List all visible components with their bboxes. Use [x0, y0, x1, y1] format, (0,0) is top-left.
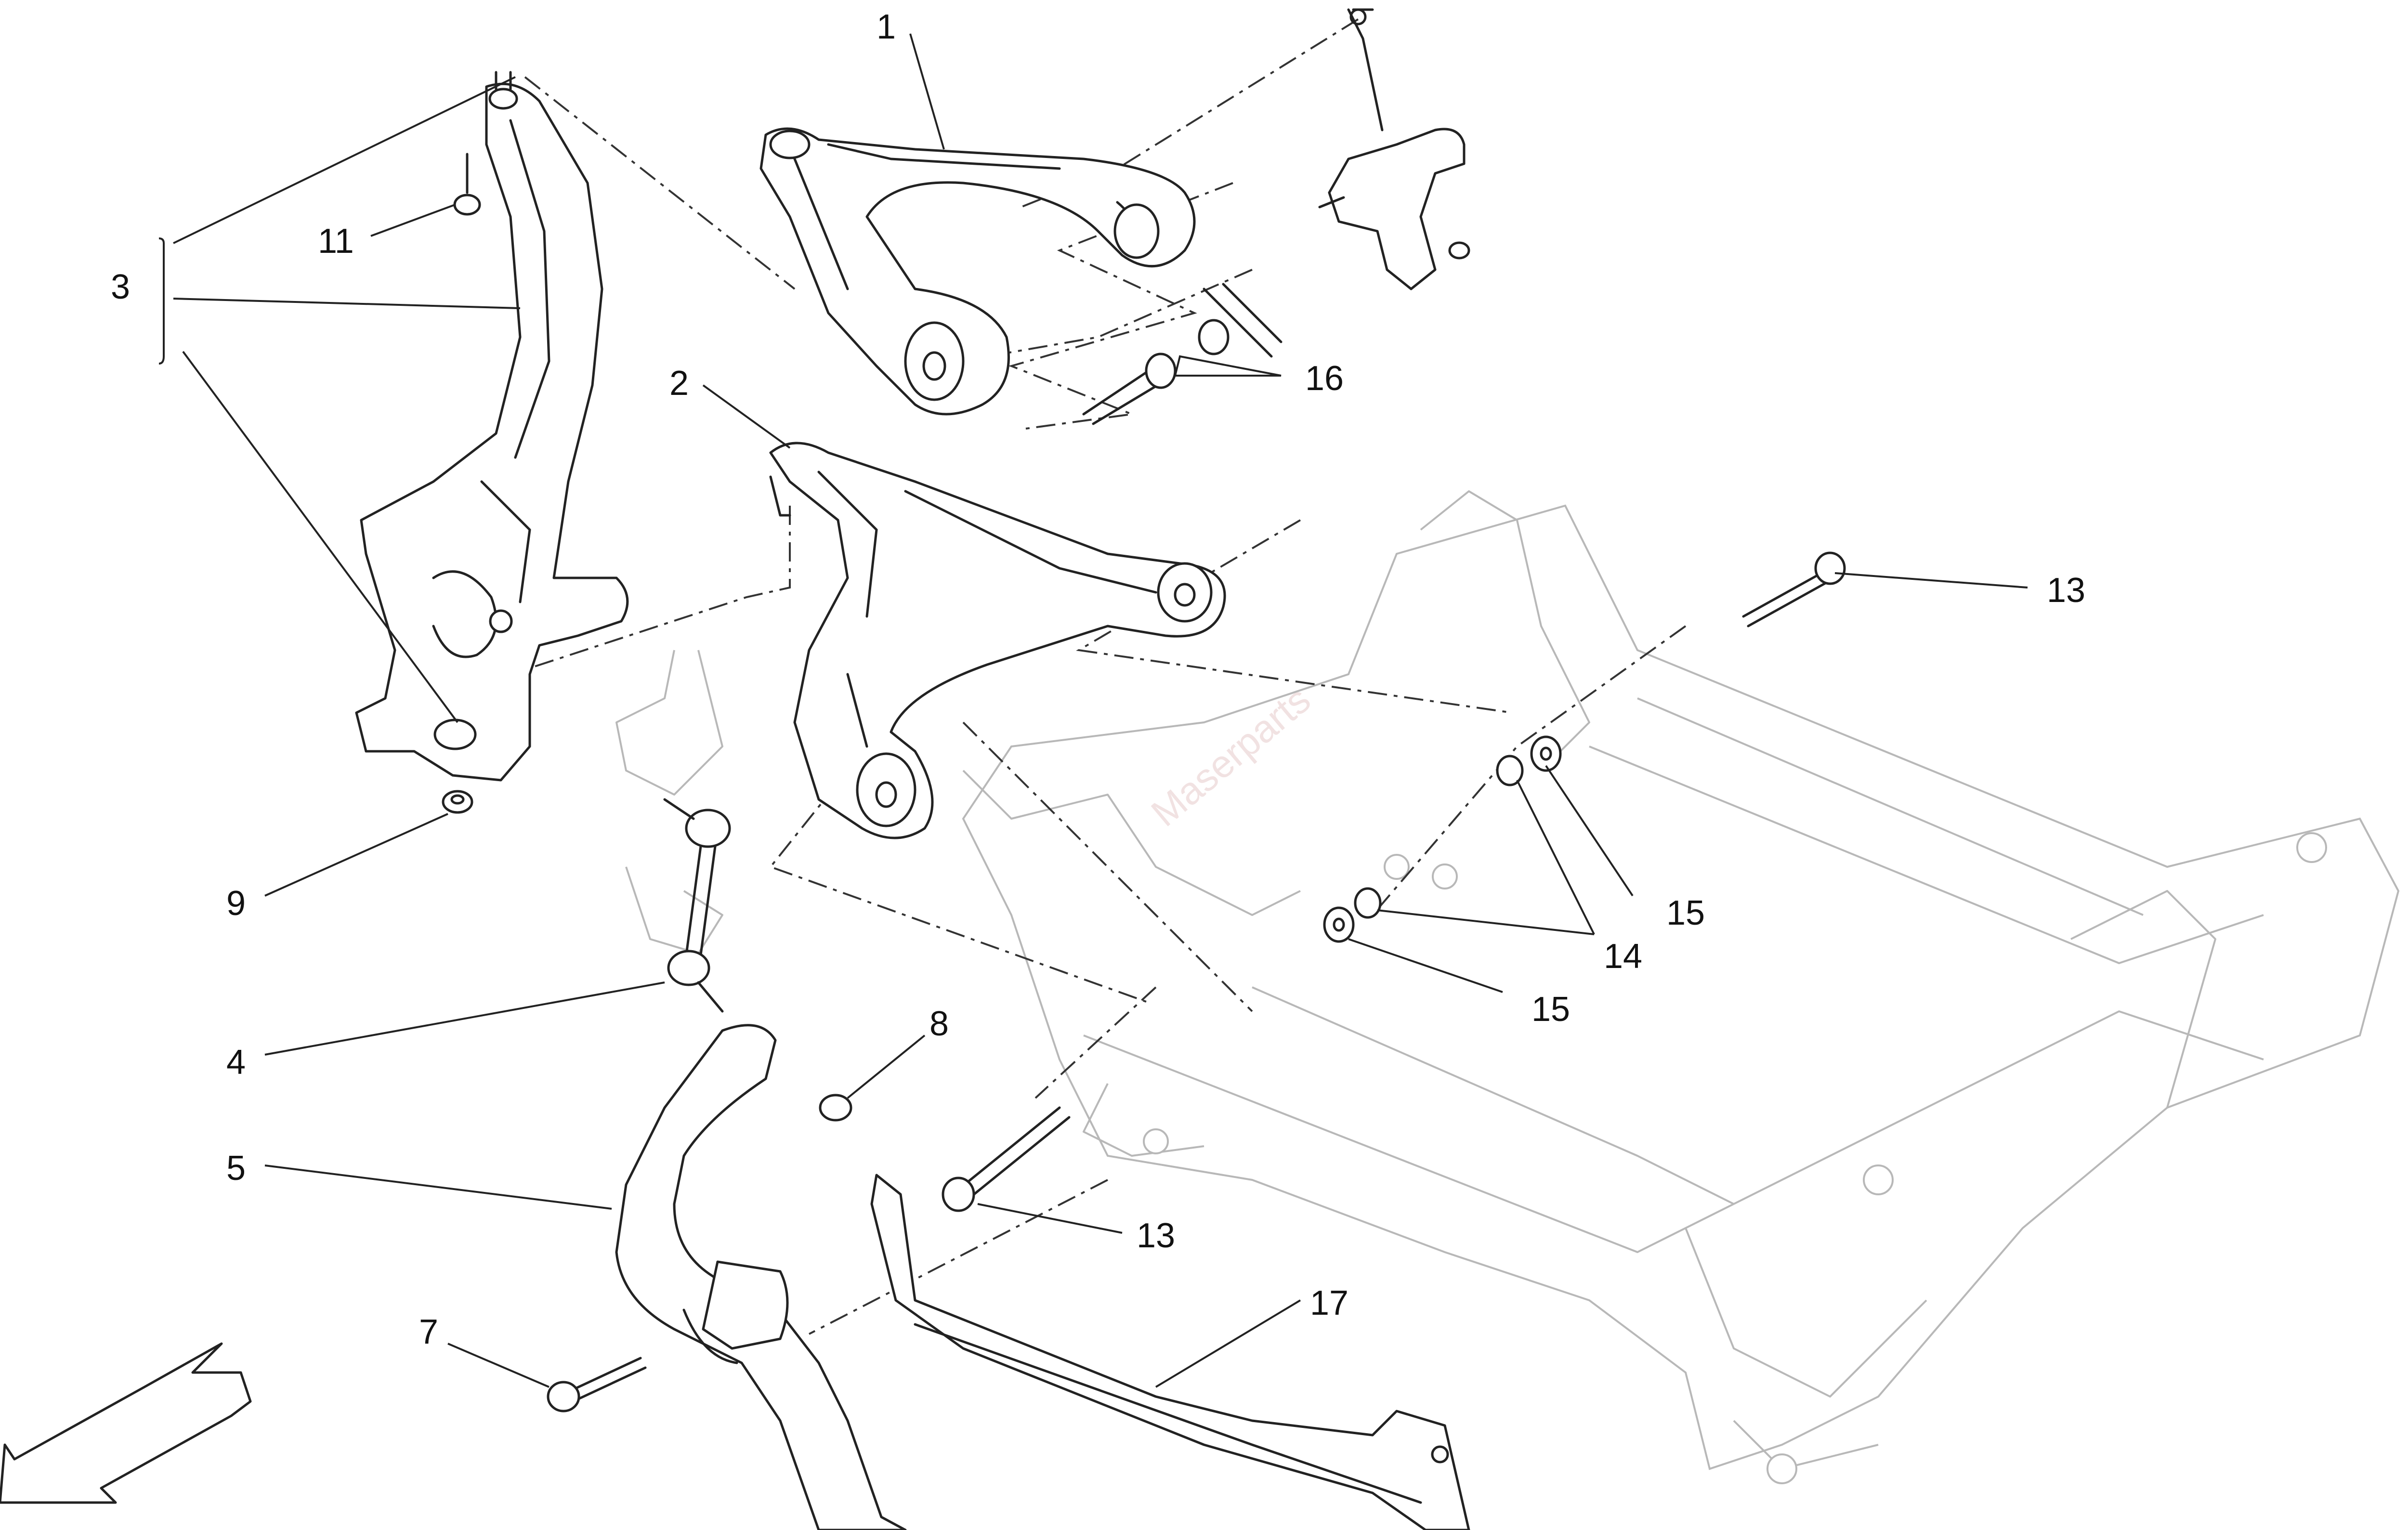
callout-15-lower: 15 [1531, 990, 1570, 1029]
callout-14: 14 [1604, 937, 1642, 976]
bolt-16-upper [1198, 283, 1283, 358]
callout-labels: 1 2 3 4 5 7 8 9 11 13 13 14 15 15 16 17 [111, 8, 2085, 1351]
callout-13-upper: 13 [2047, 571, 2085, 610]
bolt-7 [547, 1357, 647, 1412]
callout-5: 5 [226, 1149, 246, 1188]
callout-9: 9 [226, 884, 246, 923]
callout-4: 4 [226, 1043, 246, 1082]
callout-7: 7 [419, 1313, 438, 1351]
nut-9 [442, 790, 473, 814]
callout-11: 11 [318, 222, 354, 261]
stabilizer-link [663, 798, 731, 1013]
front-direction-arrow-icon [0, 1342, 252, 1504]
callout-2: 2 [669, 364, 689, 403]
bolt-13-upper [1742, 551, 1846, 628]
callout-8: 8 [929, 1005, 949, 1043]
nut-14-upper [1496, 755, 1524, 786]
callout-13-lower: 13 [1137, 1216, 1175, 1255]
upper-control-arm [759, 127, 1196, 416]
skid-plate [870, 1174, 1470, 1530]
washer-15-upper [1530, 735, 1562, 772]
lower-control-arm [769, 442, 1226, 839]
callout-15-upper: 15 [1666, 894, 1705, 932]
stabilizer-bar [615, 1024, 907, 1530]
nut-8 [819, 1094, 852, 1122]
leader-lines [158, 33, 2028, 1388]
callout-16: 16 [1305, 359, 1344, 398]
washer-15-lower [1323, 906, 1355, 943]
steering-knuckle [355, 71, 629, 782]
front-subframe [615, 490, 2400, 1484]
bolt-13-lower [942, 1106, 1071, 1212]
callout-1: 1 [877, 8, 896, 46]
callout-17: 17 [1310, 1284, 1348, 1322]
height-sensor-bracket [1318, 8, 1470, 290]
nut-14-lower [1354, 887, 1382, 919]
callout-3: 3 [111, 268, 130, 306]
nut-11 [453, 153, 481, 216]
bolt-16-lower [1082, 353, 1177, 425]
